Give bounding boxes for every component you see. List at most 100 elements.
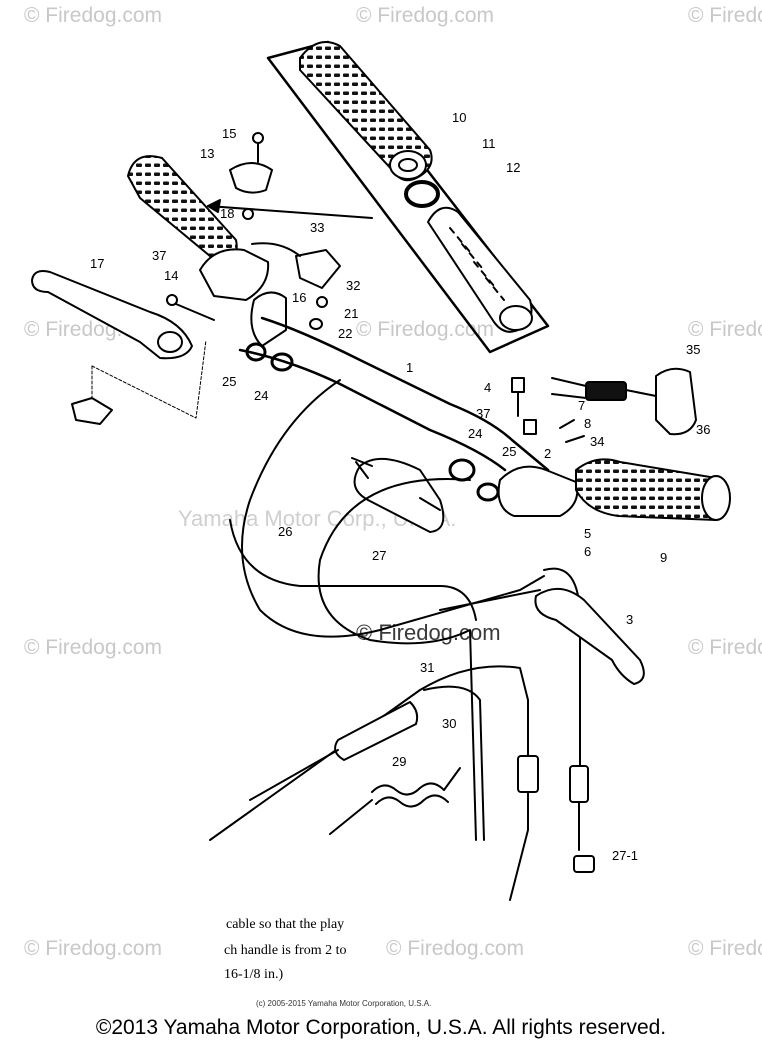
watermark-layer: © Firedog.com © Firedog.com © Firedog.co… [24, 4, 762, 960]
cable-31 [209, 665, 529, 841]
callout-label: 7 [578, 398, 585, 413]
callout-label: 27 [372, 548, 386, 563]
callout-label: 2 [544, 446, 551, 461]
watermark-text: © Firedog.com [688, 937, 762, 960]
arrow-head [207, 199, 221, 213]
handlebar-drawing [31, 40, 731, 901]
cable-adjuster [569, 765, 589, 803]
copyright-footer: ©2013 Yamaha Motor Corporation, U.S.A. A… [95, 1016, 667, 1039]
callout-label: 24 [468, 426, 482, 441]
callout-label: 17 [90, 256, 104, 271]
callout-label: 6 [584, 544, 591, 559]
grip-end-hole [398, 158, 418, 172]
washer [404, 180, 440, 208]
handlebar-lower-bend [353, 457, 445, 533]
cable-26 [241, 379, 545, 638]
callout-label: 21 [344, 306, 358, 321]
watermark-text: © Firedog.com [688, 4, 762, 27]
screw [559, 419, 585, 443]
detail-box-outline [266, 40, 550, 354]
screw-head [316, 296, 328, 308]
callout-label: 5 [584, 526, 591, 541]
lever-rod [439, 589, 541, 611]
callout-label: 15 [222, 126, 236, 141]
callout-label: 25 [502, 444, 516, 459]
bolt-head [252, 132, 264, 144]
washer [245, 342, 267, 362]
callout-label: 26 [278, 524, 292, 539]
collar [523, 419, 537, 435]
right-throttle-grip [575, 458, 724, 521]
switch-wire [551, 377, 587, 399]
switch-wire [625, 389, 657, 397]
cable-27 [317, 478, 477, 841]
callout-label: 25 [222, 374, 236, 389]
watermark-text: © Firedog.com [356, 318, 494, 341]
cable-end-block [573, 855, 595, 873]
watermark-text: © Firedog.com [24, 636, 162, 659]
switch-housing [655, 367, 697, 436]
washer [270, 352, 294, 372]
screw-head [166, 294, 178, 306]
callout-label: 36 [696, 422, 710, 437]
handlebar-end-knurl [351, 457, 441, 511]
housing-washer [448, 458, 476, 482]
clutch-lever [31, 270, 193, 360]
callout-label: 30 [442, 716, 456, 731]
callout-label: 27-1 [612, 848, 638, 863]
callout-label: 11 [482, 136, 496, 151]
washer [309, 318, 323, 330]
arrow-line [207, 205, 373, 219]
sleeve-end [499, 305, 533, 331]
callout-label: 37 [476, 406, 490, 421]
perch-body [199, 248, 270, 301]
cable-27-housing [229, 519, 477, 621]
bracket-arm [251, 242, 301, 257]
lever-pivot [157, 331, 183, 353]
throttle-housing [497, 465, 579, 517]
clutch-perch [229, 162, 273, 194]
note-line: ch handle is from 2 to [224, 943, 346, 958]
switch-tube [585, 381, 627, 401]
callout-label: 13 [200, 146, 214, 161]
cable-spring [371, 782, 449, 808]
callout-label: 32 [346, 278, 360, 293]
watermark-text: © Firedog.com [688, 636, 762, 659]
lever-detail [71, 397, 113, 425]
cable-end [509, 791, 529, 901]
housing-washer [476, 482, 500, 502]
front-brake-lever [534, 588, 645, 685]
sleeve-slots [449, 227, 505, 301]
callout-labels: 10 11 12 15 13 18 33 37 14 17 16 21 32 2… [90, 110, 710, 863]
small-copyright: (c) 2005-2015 Yamaha Motor Corporation, … [256, 999, 431, 1008]
cable-30 [423, 685, 485, 841]
watermark-text: © Firedog.com [688, 318, 762, 341]
callout-label: 16 [292, 290, 306, 305]
callout-label: 12 [506, 160, 520, 175]
grip-cap [701, 475, 731, 521]
callout-label: 9 [660, 550, 667, 565]
callout-label: 31 [420, 660, 434, 675]
note-line: 16-1/8 in.) [224, 967, 283, 982]
callout-label: 22 [338, 326, 352, 341]
watermark-text: © Firedog.com [24, 4, 162, 27]
callout-label: 14 [164, 268, 178, 283]
callout-label: 37 [152, 248, 166, 263]
callout-label: 1 [406, 360, 413, 375]
callout-label: 8 [584, 416, 591, 431]
callout-label: 35 [686, 342, 700, 357]
cable-spring-line [329, 767, 461, 835]
leader-line [91, 339, 207, 419]
handlebar-tube [238, 316, 550, 472]
watermark-text: © Firedog.com [386, 937, 524, 960]
cable-29 [249, 749, 339, 801]
cable-bracket [295, 249, 341, 289]
instruction-note: cable so that the play ch handle is from… [224, 917, 346, 982]
cable-29-sleeve [334, 701, 419, 761]
callout-label: 34 [590, 434, 604, 449]
grip-end-ring [389, 150, 427, 180]
watermark-text: © Firedog.com [356, 4, 494, 27]
callout-label: 3 [626, 612, 633, 627]
callout-label: 29 [392, 754, 406, 769]
